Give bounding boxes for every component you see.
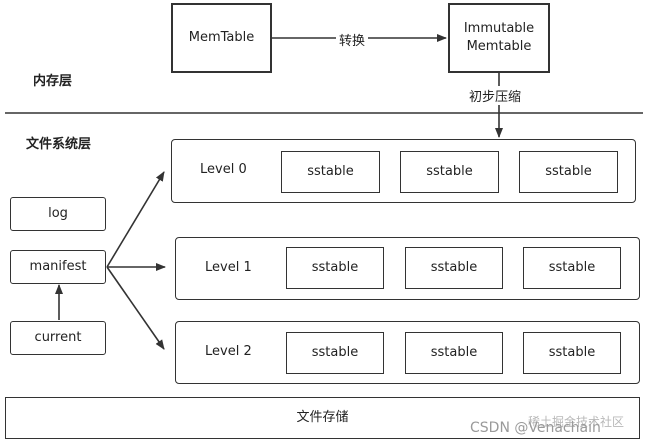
watermark: CSDN @Venachain xyxy=(470,420,601,436)
current-box: current xyxy=(10,321,106,355)
level-2-sstable-3: sstable xyxy=(523,332,621,374)
sstable-label: sstable xyxy=(307,164,354,179)
immutable-line2: Memtable xyxy=(466,39,532,54)
fs-layer-label: 文件系统层 xyxy=(26,137,92,152)
compact-label: 初步压缩 xyxy=(467,86,524,105)
memtable-box: MemTable xyxy=(171,3,272,73)
level-1-sstable-3: sstable xyxy=(523,247,621,289)
level-2-sstable-1: sstable xyxy=(286,332,384,374)
sstable-label: sstable xyxy=(548,345,596,360)
log-box: log xyxy=(10,197,106,231)
level-1-sstable-1: sstable xyxy=(286,247,384,289)
level-2-sstable-2: sstable xyxy=(405,332,503,374)
level-0-sstable-1: sstable xyxy=(281,151,380,193)
file-storage-label: 文件存储 xyxy=(296,410,349,425)
level-1-sstable-2: sstable xyxy=(405,247,503,289)
sstable-label: sstable xyxy=(545,164,592,179)
level-2-box: Level 2 sstable sstable sstable xyxy=(175,321,640,384)
immutable-line1: Immutable xyxy=(463,21,535,36)
level-0-label: Level 0 xyxy=(200,162,247,177)
sstable-label: sstable xyxy=(311,260,359,275)
manifest-box: manifest xyxy=(10,250,106,284)
file-storage-box: 文件存储 xyxy=(5,397,640,439)
watermark-secondary: 稀土掘金技术社区 xyxy=(528,415,625,429)
level-0-sstable-2: sstable xyxy=(400,151,499,193)
manifest-to-level2-arrow xyxy=(106,266,165,350)
sstable-label: sstable xyxy=(430,260,478,275)
sstable-label: sstable xyxy=(426,164,473,179)
sstable-label: sstable xyxy=(430,345,478,360)
log-label: log xyxy=(48,206,68,221)
current-label: current xyxy=(34,330,82,345)
convert-label: 转换 xyxy=(336,30,369,49)
level-2-label: Level 2 xyxy=(205,344,252,359)
level-1-label: Level 1 xyxy=(205,260,252,275)
level-0-box: Level 0 sstable sstable sstable xyxy=(171,139,636,203)
level-0-sstable-3: sstable xyxy=(519,151,618,193)
memory-layer-label: 内存层 xyxy=(33,74,73,89)
sstable-label: sstable xyxy=(311,345,359,360)
memtable-label: MemTable xyxy=(188,30,255,45)
manifest-label: manifest xyxy=(29,259,87,274)
sstable-label: sstable xyxy=(548,260,596,275)
level-1-box: Level 1 sstable sstable sstable xyxy=(175,237,640,300)
immutable-memtable-box: Immutable Memtable xyxy=(448,3,550,73)
manifest-to-level0-arrow xyxy=(106,171,165,268)
